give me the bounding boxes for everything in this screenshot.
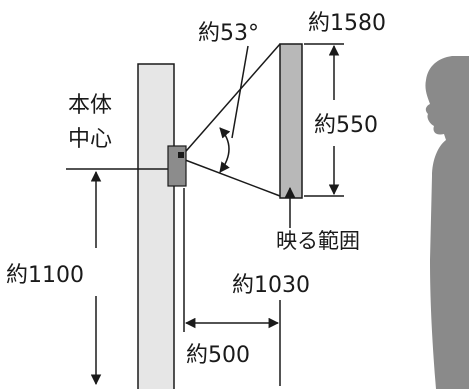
range-height-label: 約550 bbox=[314, 113, 378, 138]
mount-height-label: 約1100 bbox=[6, 263, 84, 288]
top-height-label: 約1580 bbox=[308, 11, 386, 36]
view-line-bottom bbox=[179, 157, 281, 197]
angle-leader bbox=[231, 45, 249, 139]
angle-arc bbox=[219, 127, 231, 173]
wall bbox=[137, 63, 175, 389]
body-center-label-line1: 本体 bbox=[68, 93, 112, 118]
person-silhouette bbox=[425, 56, 469, 389]
visible-range-label: 映る範囲 bbox=[276, 229, 360, 253]
distance-to-wall-label: 約500 bbox=[186, 343, 250, 368]
distance-to-range-label: 約1030 bbox=[232, 273, 310, 298]
angle-label: 約53° bbox=[198, 21, 259, 46]
visible-range-board bbox=[279, 43, 303, 199]
body-center-label-line2: 中心 bbox=[68, 127, 112, 152]
device-lens bbox=[178, 152, 184, 158]
view-line-top bbox=[179, 43, 281, 159]
